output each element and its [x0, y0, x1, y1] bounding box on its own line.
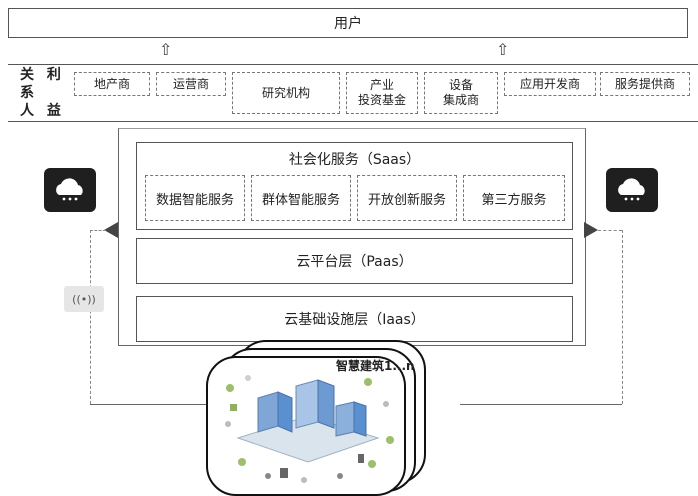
connector-arrow-left: [104, 222, 118, 238]
stakeholder-item: 产业 投资基金: [346, 72, 418, 114]
user-bar: 用户: [8, 8, 688, 38]
connector-line: [90, 230, 91, 404]
smart-building-card: [206, 356, 406, 496]
stakeholder-item: 运营商: [156, 72, 226, 96]
iaas-layer: 云基础设施层（Iaas）: [136, 296, 573, 342]
connector-line: [460, 404, 622, 405]
saas-layer: 社会化服务（Saas） 数据智能服务 群体智能服务 开放创新服务 第三方服务: [136, 142, 573, 230]
stakeholder-item: 应用开发商: [504, 72, 596, 96]
paas-label: 云平台层（Paas）: [296, 254, 413, 270]
stakeholder-item: 设备 集成商: [424, 72, 498, 114]
wifi-icon: ((•)): [64, 286, 104, 312]
cloud-icon: [606, 168, 658, 212]
building-label: 智慧建筑1...n: [336, 359, 415, 373]
user-label: 用户: [334, 16, 362, 32]
connector-arrow-right: [584, 222, 598, 238]
saas-title: 社会化服务（Saas）: [288, 152, 421, 168]
cloud-icon: [44, 168, 96, 212]
connector-line: [90, 404, 216, 405]
connector-line: [598, 230, 622, 231]
stakeholder-item: 服务提供商: [600, 72, 690, 96]
paas-layer: 云平台层（Paas）: [136, 238, 573, 284]
stakeholder-row: [8, 64, 698, 122]
service-item: 开放创新服务: [357, 175, 457, 221]
stakeholder-item: 研究机构: [232, 72, 340, 114]
smart-building-icon: [225, 375, 394, 483]
connector-line: [90, 230, 106, 231]
service-item: 数据智能服务: [145, 175, 245, 221]
stakeholder-item: 地产商: [74, 72, 150, 96]
arrow-up-icon: ⇧: [496, 40, 510, 59]
service-item: 第三方服务: [463, 175, 565, 221]
stakeholder-title: 关 利 系 人 益: [20, 67, 65, 119]
service-item: 群体智能服务: [251, 175, 351, 221]
iaas-label: 云基础设施层（Iaas）: [284, 312, 425, 328]
arrow-up-icon: ⇧: [159, 40, 173, 59]
connector-line: [622, 230, 623, 404]
